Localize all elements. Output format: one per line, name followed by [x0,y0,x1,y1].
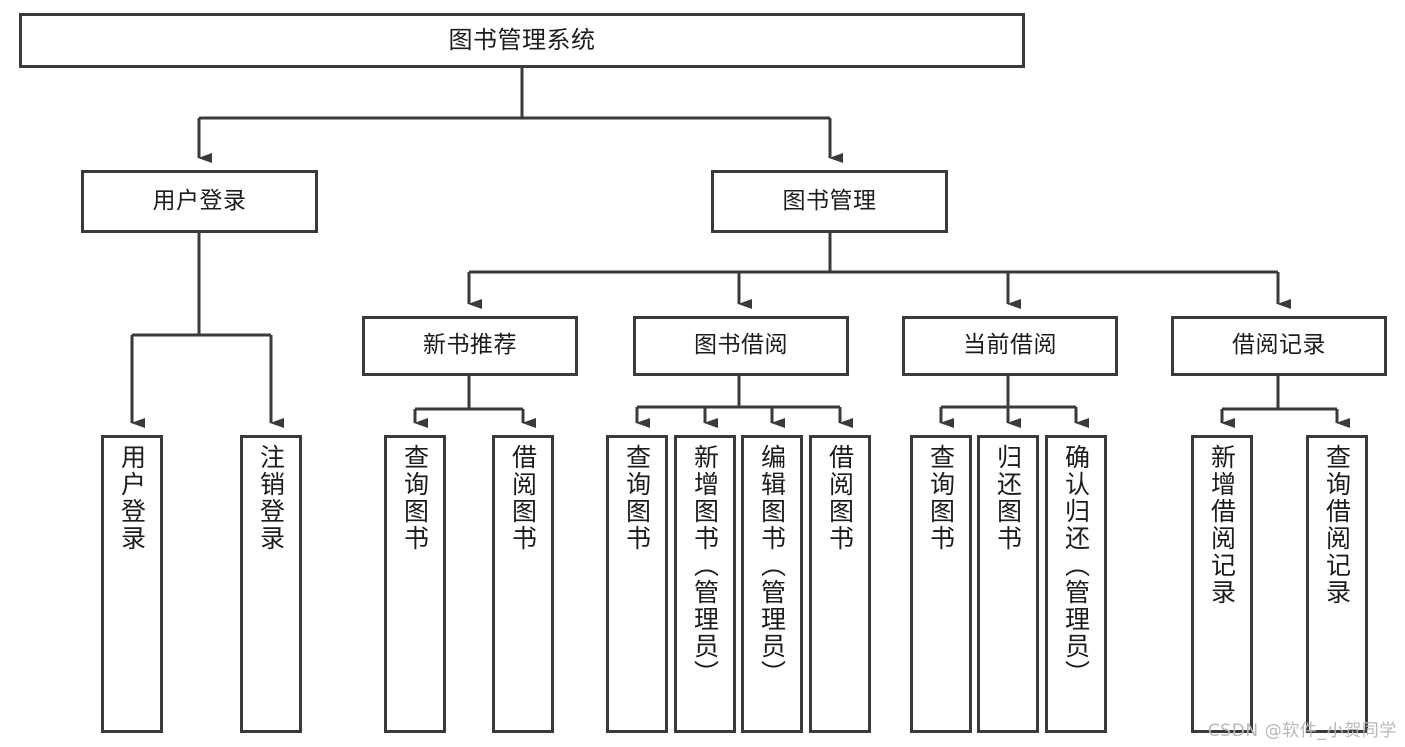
node-label: 确认归还（管理员） [1061,444,1091,687]
leaf-query-book-recommend[interactable]: 查询图书 [384,435,446,733]
node-label: 当前借阅 [963,332,1057,359]
node-label: 查询图书 [926,444,956,552]
leaf-return-book[interactable]: 归还图书 [977,435,1039,733]
node-new-book-recommend[interactable]: 新书推荐 [362,316,578,376]
node-label: 借阅图书 [825,444,855,552]
leaf-borrow-book[interactable]: 借阅图书 [809,435,871,733]
node-label: 用户登录 [152,187,247,214]
node-label: 新书推荐 [423,332,517,359]
node-label: 图书管理系统 [448,26,596,55]
leaf-confirm-return-admin[interactable]: 确认归还（管理员） [1045,435,1107,733]
node-label: 查询借阅记录 [1322,444,1352,606]
node-label: 用户登录 [117,444,147,552]
node-book-management[interactable]: 图书管理 [711,170,948,233]
csdn-watermark: CSDN @软件_小贺同学 [1207,721,1397,741]
node-label: 新增借阅记录 [1207,444,1237,606]
leaf-query-book-current[interactable]: 查询图书 [910,435,972,733]
node-book-borrow[interactable]: 图书借阅 [633,316,849,376]
leaf-query-book-borrow[interactable]: 查询图书 [606,435,668,733]
leaf-borrow-book-recommend[interactable]: 借阅图书 [492,435,554,733]
node-label: 借阅图书 [508,444,538,552]
node-borrow-record[interactable]: 借阅记录 [1171,316,1387,376]
leaf-add-borrow-record[interactable]: 新增借阅记录 [1191,435,1253,733]
node-label: 查询图书 [622,444,652,552]
leaf-add-book-admin[interactable]: 新增图书（管理员） [674,435,736,733]
node-label: 新增图书（管理员） [690,444,720,687]
leaf-edit-book-admin[interactable]: 编辑图书（管理员） [741,435,803,733]
node-current-borrow[interactable]: 当前借阅 [902,316,1118,376]
node-user-login[interactable]: 用户登录 [81,170,318,233]
node-label: 编辑图书（管理员） [757,444,787,687]
node-label: 图书管理 [782,187,877,214]
node-label: 注销登录 [256,444,286,552]
leaf-user-login[interactable]: 用户登录 [101,435,163,733]
node-label: 归还图书 [993,444,1023,552]
leaf-query-borrow-record[interactable]: 查询借阅记录 [1306,435,1368,733]
node-label: 借阅记录 [1232,332,1326,359]
leaf-logout[interactable]: 注销登录 [240,435,302,733]
node-root-system[interactable]: 图书管理系统 [19,13,1025,68]
node-label: 图书借阅 [694,332,788,359]
node-label: 查询图书 [400,444,430,552]
